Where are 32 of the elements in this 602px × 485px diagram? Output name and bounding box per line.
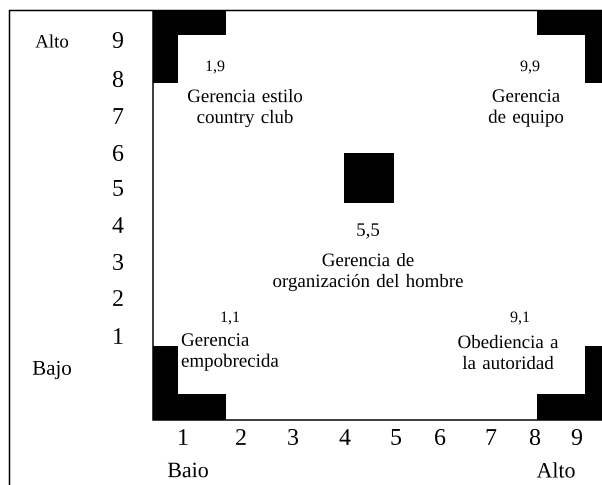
axis-title: Baio: [168, 462, 208, 478]
tick-label: 9: [572, 428, 582, 446]
tick-label: 6: [113, 144, 124, 162]
tick-label: 6: [435, 428, 446, 446]
axis-title: Bajo: [32, 360, 71, 380]
grid-coordinate: 9,9: [520, 60, 540, 74]
grid-coordinate: 5,5: [357, 223, 380, 239]
tick-label: 9: [112, 32, 123, 48]
style-label: Obediencia a la autoridad: [458, 334, 558, 370]
tick-label: 7: [486, 429, 496, 445]
tick-label: 5: [113, 180, 124, 196]
tick-label: 3: [113, 254, 124, 270]
tick-label: 2: [113, 290, 123, 306]
tick-label: 2: [236, 429, 246, 445]
tick-label: 4: [340, 429, 351, 445]
grid-coordinate: 9,1: [510, 312, 530, 324]
tick-label: 8: [112, 70, 124, 88]
style-label: Gerencia de organización del hombre: [273, 252, 463, 292]
tick-label: 8: [530, 428, 540, 446]
style-label: Gerencia estilo country club: [188, 88, 302, 128]
grid-coordinate: 1,9: [206, 60, 224, 74]
tick-label: 5: [391, 429, 402, 445]
axis-title: Alto: [35, 34, 68, 48]
tick-label: 1: [179, 429, 188, 445]
tick-label: 4: [112, 217, 124, 233]
tick-label: 7: [114, 108, 124, 124]
style-label: Gerencia empobrecida: [182, 333, 278, 371]
tick-label: 3: [288, 428, 298, 446]
axis-title: Alto: [536, 462, 575, 478]
style-label: Gerencia de equipo: [488, 89, 564, 127]
grid-coordinate: 1,1: [221, 312, 239, 324]
tick-label: 1: [114, 328, 123, 344]
